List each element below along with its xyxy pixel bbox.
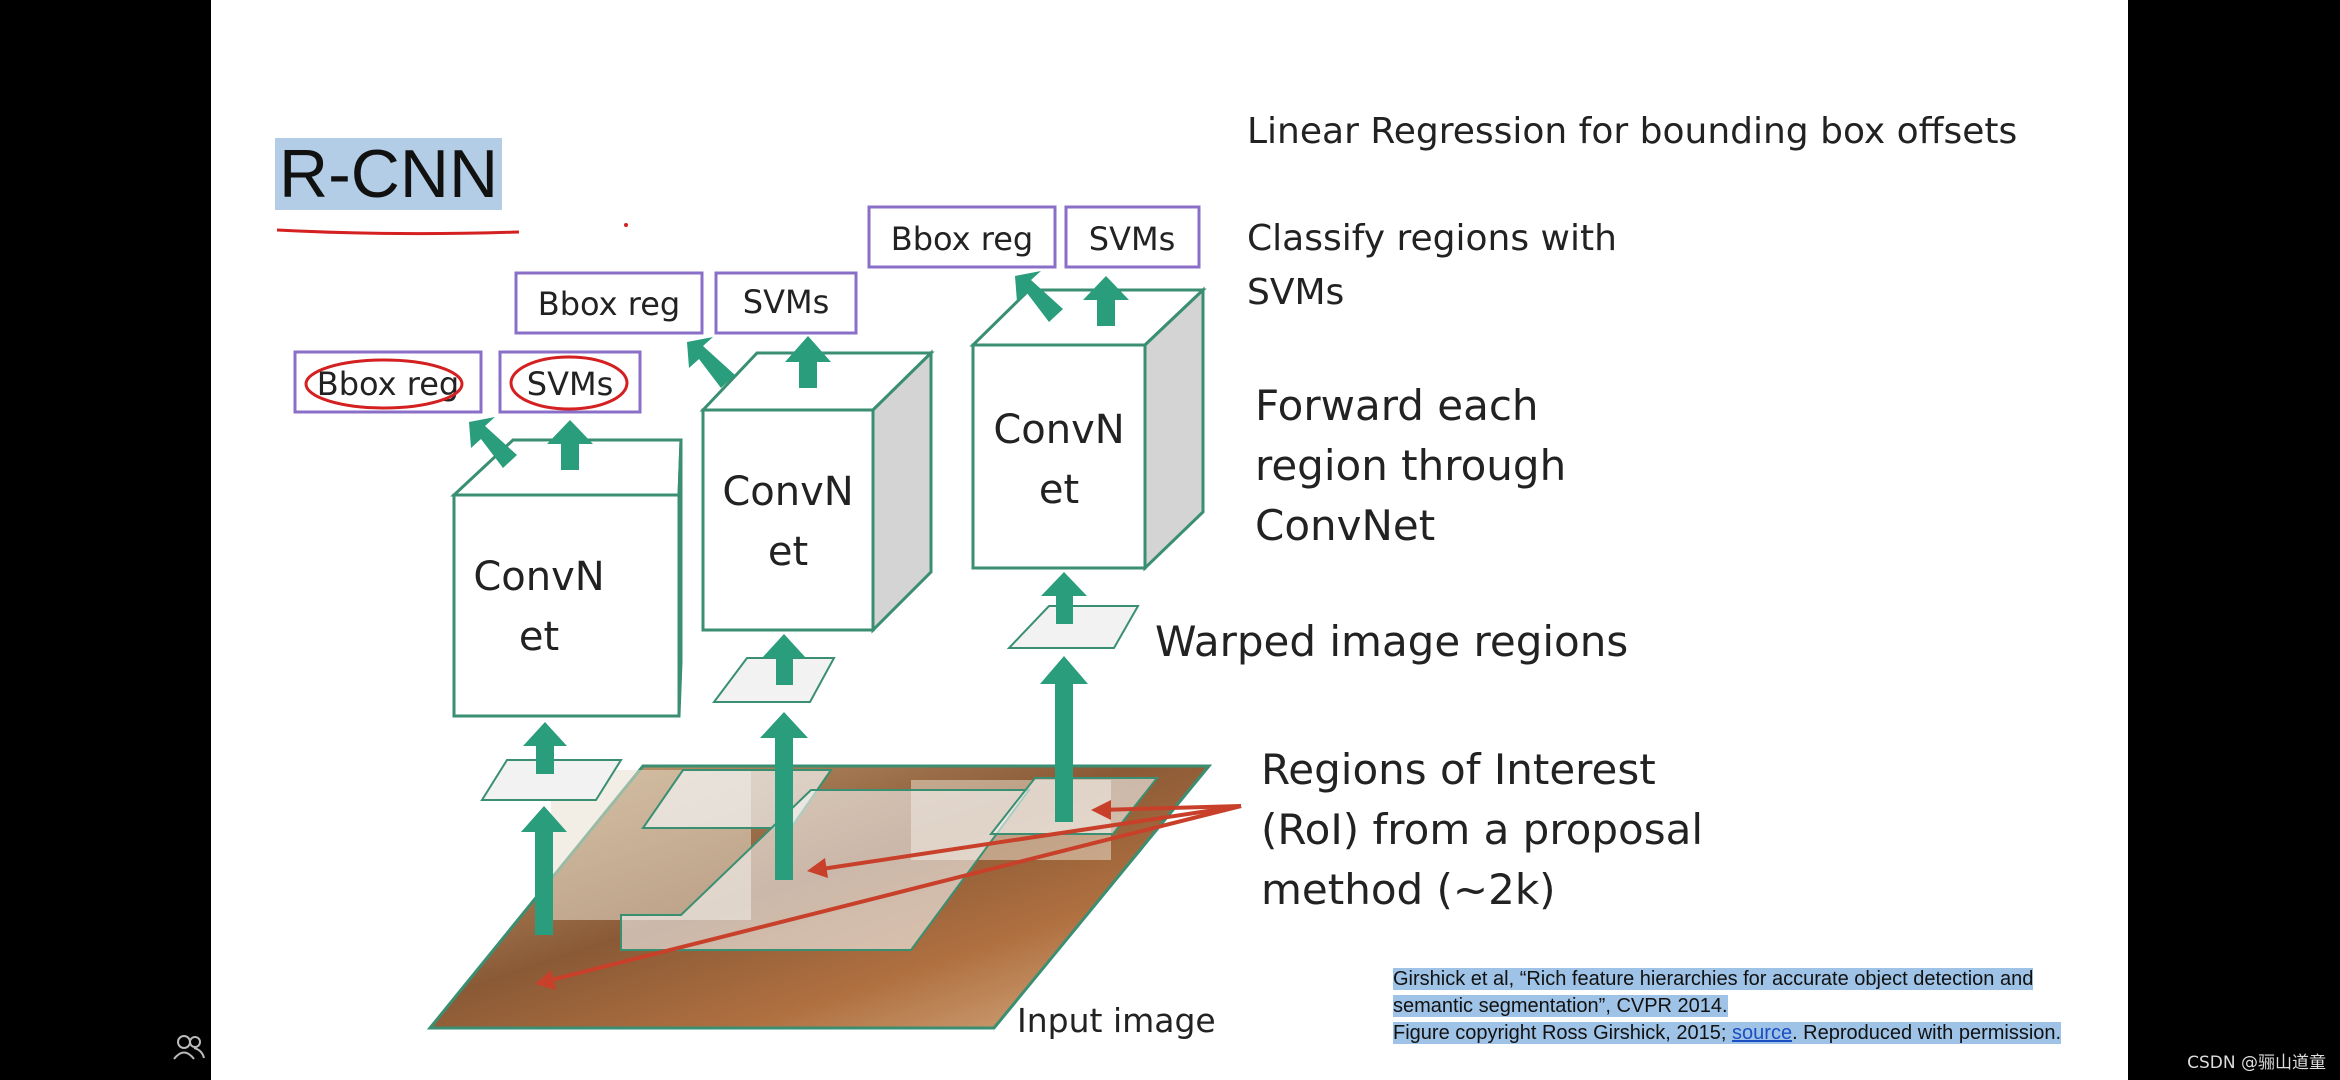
warped-region-3: [1006, 605, 1140, 649]
convnet-label: ConvN: [722, 469, 853, 515]
convnet-cube-2: [699, 349, 935, 634]
roi-label-line2: (RoI) from a proposal: [1261, 805, 1703, 854]
annotation-dot: [624, 223, 628, 227]
roi-label-line3: method (~2k): [1261, 865, 1556, 914]
slide-title: R-CNN: [275, 138, 503, 210]
citation-line3: Figure copyright Ross Girshick, 2015;: [1393, 1022, 1733, 1044]
forward-label-line1: Forward each: [1255, 381, 1539, 430]
convnet-label: et: [519, 614, 559, 660]
convnet-label: ConvN: [473, 554, 604, 600]
roi-pointer-lines: [542, 804, 1242, 984]
output-boxes: [293, 205, 1201, 414]
convnet-label: et: [768, 529, 808, 575]
convnet-label: et: [1039, 467, 1079, 513]
rcnn-diagram: ConvN et ConvN et ConvN et Bbox reg: [276, 111, 2017, 1040]
svms-label: SVMs: [527, 365, 613, 403]
forward-label-line3: ConvNet: [1255, 501, 1435, 550]
bbox-reg-box-2: [514, 271, 704, 335]
roi-label-line1: Regions of Interest: [1261, 745, 1656, 794]
forward-label-line2: region through: [1255, 441, 1566, 490]
bbox-reg-label: Bbox reg: [317, 365, 459, 403]
convnet-label: ConvN: [993, 407, 1124, 453]
warped-region-2: [712, 657, 836, 703]
bbox-reg-label: Bbox reg: [891, 220, 1033, 258]
people-icon[interactable]: [172, 1034, 206, 1060]
annotation-circle-bbox: [304, 358, 464, 410]
citation-line1: Girshick et al, “Rich feature hierarchie…: [1393, 968, 2034, 990]
classify-label-line2: SVMs: [1247, 272, 1344, 313]
slide: R-CNN: [211, 0, 2128, 1080]
warped-label: Warped image regions: [1155, 617, 1628, 666]
bbox-reg-box-3: [867, 205, 1057, 269]
arrows-warp-to-convnet: [523, 572, 1087, 774]
citation: Girshick et al, “Rich feature hierarchie…: [1393, 966, 2128, 1047]
title-underline-annotation: [276, 228, 520, 236]
input-image-label: Input image: [1017, 1001, 1216, 1040]
bbox-reg-box-1: [293, 350, 483, 414]
svms-box-3: [1064, 205, 1201, 269]
svms-box-1: [498, 350, 642, 414]
source-link[interactable]: source: [1732, 1022, 1793, 1044]
watermark: CSDN @骊山道童: [2187, 1053, 2326, 1073]
roi-pointer-heads: [535, 800, 1111, 990]
citation-line3-end: . Reproduced with permission.: [1792, 1022, 2062, 1044]
svms-label: SVMs: [743, 283, 829, 321]
top-label: Linear Regression for bounding box offse…: [1247, 111, 2017, 152]
svms-box-2: [714, 271, 858, 335]
citation-line2: semantic segmentation”, CVPR 2014.: [1393, 995, 1728, 1017]
warped-region-1: [480, 759, 623, 801]
arrows-convnet-to-outputs: [469, 271, 1129, 470]
svms-label: SVMs: [1089, 220, 1175, 258]
classify-label-line1: Classify regions with: [1247, 218, 1617, 259]
roi-region: [988, 777, 1160, 835]
convnet-cube-3: [969, 286, 1207, 572]
arrows-roi-to-warp: [521, 656, 1088, 935]
annotation-circle-svms: [509, 355, 629, 411]
bbox-reg-label: Bbox reg: [538, 285, 680, 323]
